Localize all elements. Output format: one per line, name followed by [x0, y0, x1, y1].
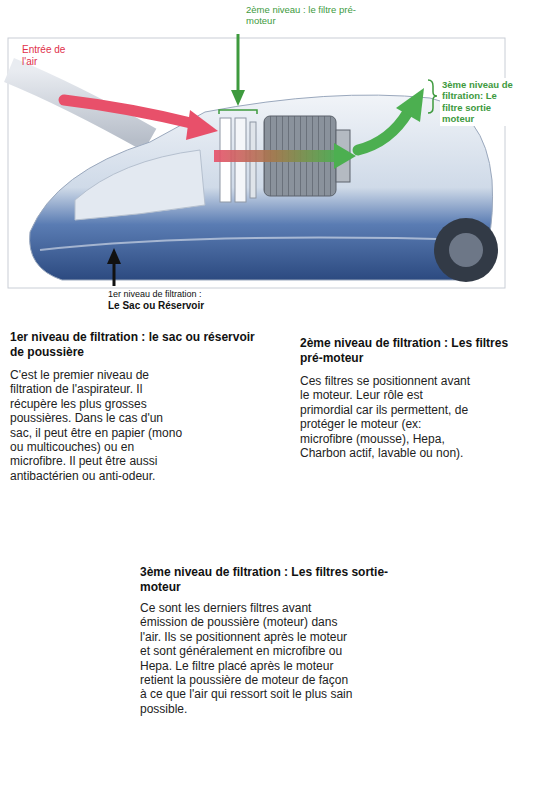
dust-bag	[75, 150, 205, 220]
callout-arrow	[237, 34, 240, 92]
picture-frame	[8, 38, 505, 288]
section-heading: 3ème niveau de filtration : Les filtres …	[140, 565, 395, 595]
arrow-head	[186, 110, 218, 140]
section-text: Ce sont les derniers filtres avant émiss…	[140, 601, 358, 716]
arrow-head	[107, 248, 121, 264]
air-out-arrow	[358, 112, 408, 150]
callout-label: 3ème niveau de filtration: Le filtre sor…	[440, 78, 516, 126]
arrow-head	[396, 88, 424, 122]
air-flow-arrow	[214, 150, 336, 162]
section-text: C'est le premier niveau de filtration de…	[10, 368, 188, 483]
section-heading: 2ème niveau de filtration : Les filtres …	[300, 336, 525, 366]
vacuum-body	[30, 95, 493, 280]
filter-bracket	[219, 110, 257, 114]
callout-label: 2ème niveau : le filtre pré-moteur	[246, 4, 376, 27]
wheel-hub	[449, 233, 483, 267]
callout-label: 1er niveau de filtration :	[106, 289, 256, 300]
callout-label: Le Sac ou Réservoir	[106, 300, 256, 312]
wheel	[434, 218, 498, 282]
section-text: Ces filtres se positionnent avant le mot…	[300, 374, 472, 460]
arrow-head	[231, 90, 245, 106]
callout-bracket	[428, 80, 437, 113]
air-in-arrow	[64, 100, 195, 124]
body-highlight	[40, 238, 480, 250]
callout-label: Entrée de l'air	[22, 44, 82, 68]
section-heading: 1er niveau de filtration : le sac ou rés…	[10, 330, 265, 360]
callout-arrow	[113, 262, 116, 286]
arrow-head	[334, 143, 356, 169]
